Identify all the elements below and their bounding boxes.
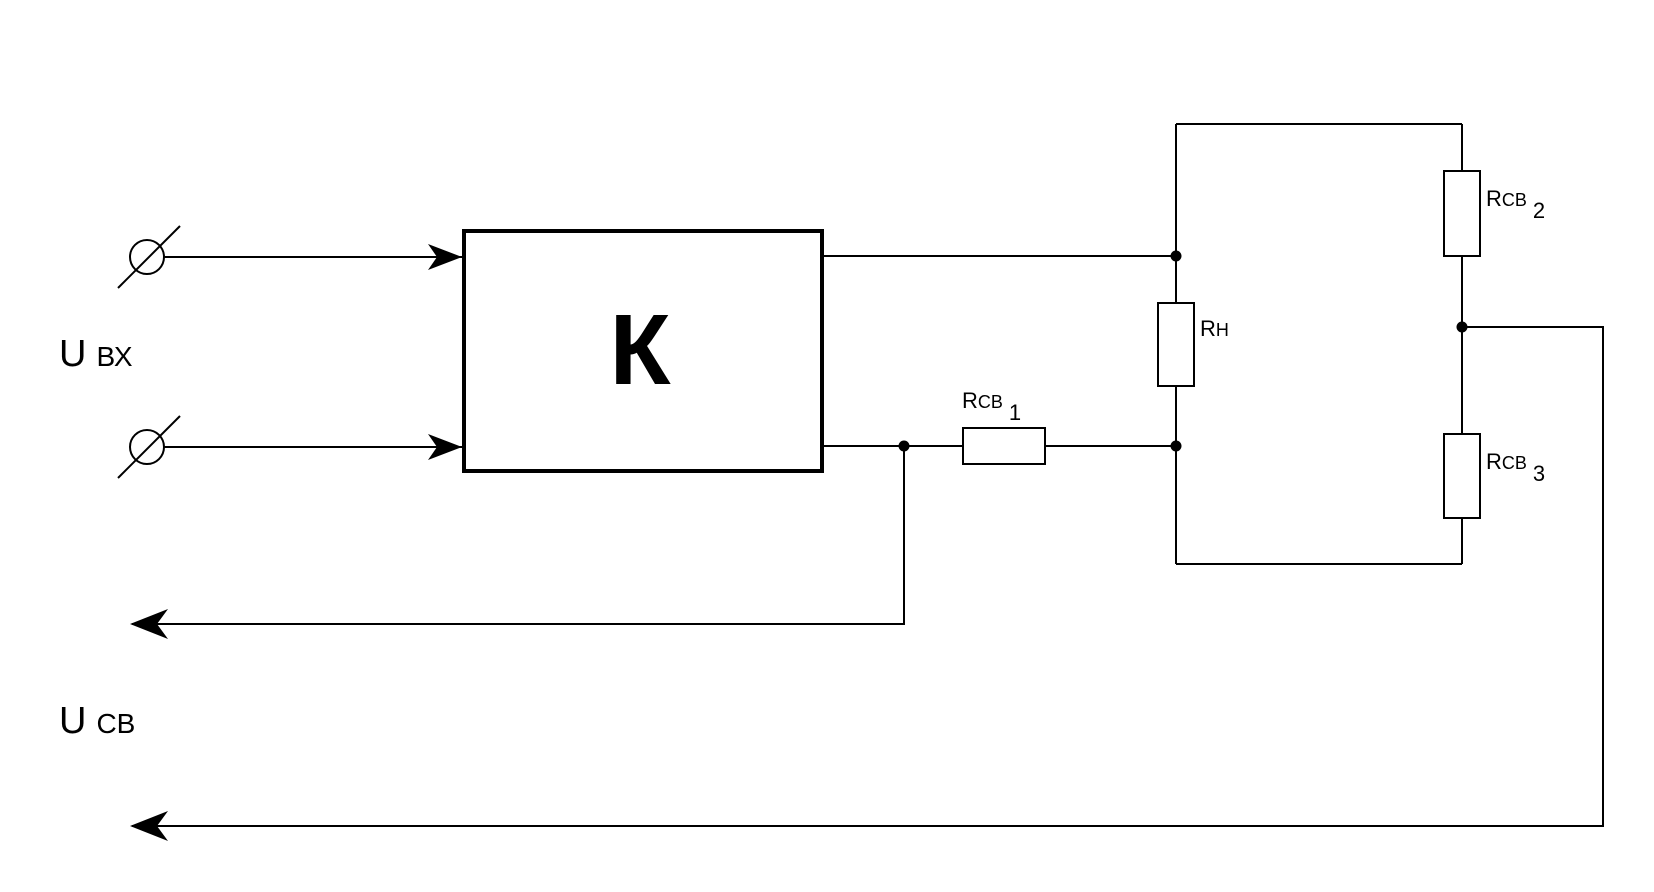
amplifier-label: К xyxy=(609,294,671,406)
resistor-rn xyxy=(1157,302,1195,387)
feedback-arrow-2 xyxy=(130,811,168,841)
rn-label: RН xyxy=(1200,316,1229,341)
feedback-wire-2 xyxy=(132,326,1604,827)
feedback-wire-1 xyxy=(132,446,905,625)
resistor-rsv1 xyxy=(962,427,1046,465)
input-arrow-bottom xyxy=(428,434,462,460)
junction-node-bridge-bottom xyxy=(1170,440,1182,452)
feedback-arrow-1 xyxy=(130,609,168,639)
junction-node-bridge-top xyxy=(1170,250,1182,262)
amplifier-block xyxy=(462,229,824,473)
resistor-rsv2 xyxy=(1443,170,1481,257)
input-arrow-top xyxy=(428,244,462,270)
resistor-rsv3 xyxy=(1443,433,1481,519)
